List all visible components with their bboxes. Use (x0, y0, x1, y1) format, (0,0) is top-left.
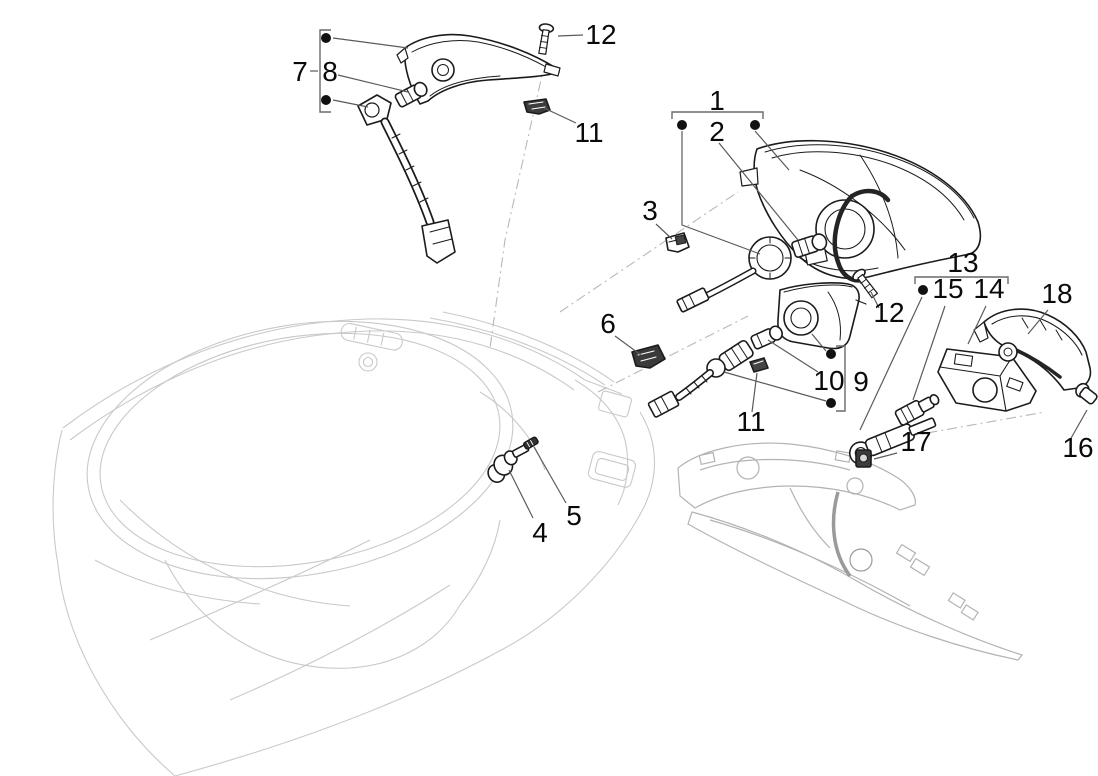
screw-12-top (538, 23, 555, 55)
screw-12-mid (852, 268, 878, 299)
callout-label-5: 5 (566, 500, 582, 531)
callout-label-8: 8 (322, 56, 338, 87)
clip-3 (665, 232, 690, 253)
front-indicator-bulb-holder (357, 94, 456, 264)
callout-label-11-mid: 11 (736, 406, 765, 437)
screw-16 (1075, 382, 1098, 405)
callout-label-12-top: 12 (585, 19, 616, 50)
screw-5 (523, 436, 539, 450)
callout-label-11-top: 11 (574, 117, 603, 148)
callout-label-16: 16 (1062, 432, 1093, 463)
callout-label-1: 1 (709, 85, 725, 116)
callout-label-18: 18 (1041, 278, 1072, 309)
clip-6 (631, 344, 666, 369)
callout-labels: 7 8 12 11 1 2 3 6 10 9 11 12 13 15 14 18… (292, 19, 1093, 548)
callout-label-2: 2 (709, 116, 725, 147)
callout-brackets (319, 29, 1009, 412)
clip-11-mid (749, 357, 769, 373)
tail-light-bulb-holder (676, 236, 792, 313)
callout-label-6: 6 (600, 308, 616, 339)
callout-label-13: 13 (947, 247, 978, 278)
rear-indicator-lens (777, 282, 867, 350)
body-vent-detail (340, 322, 403, 351)
rear-indicator-bulb-holder (647, 340, 754, 418)
callout-label-7: 7 (292, 56, 308, 87)
clip-11-top (523, 98, 551, 115)
callout-label-17: 17 (900, 426, 931, 457)
bracket-9 (836, 345, 846, 412)
parts (357, 23, 1098, 483)
callout-bullets (321, 33, 928, 408)
callout-label-15: 15 (932, 273, 963, 304)
plate-light-holder (937, 348, 1037, 412)
leader-lines (310, 34, 1088, 519)
front-indicator-bulb (394, 81, 428, 108)
plate-light-bulb (894, 394, 940, 426)
body-lock-recess (587, 390, 637, 488)
bracket-7 (319, 29, 331, 113)
scooter-body-wireframe (52, 311, 656, 776)
callout-label-3: 3 (642, 195, 658, 226)
plate-light-housing (973, 308, 1092, 391)
front-indicator-lens (396, 33, 561, 105)
bracket-1 (671, 111, 764, 119)
bracket-13 (914, 276, 1009, 284)
nut-17 (855, 449, 872, 468)
fastener-4 (487, 443, 530, 483)
tail-light-bulb (791, 233, 828, 258)
callout-label-14: 14 (973, 273, 1004, 304)
callout-label-9: 9 (853, 366, 869, 397)
callout-label-4: 4 (532, 517, 548, 548)
callout-label-12-mid: 12 (873, 297, 904, 328)
rear-indicator-bulb (750, 325, 783, 350)
callout-label-10: 10 (813, 365, 844, 396)
callout-graphics (310, 29, 1088, 519)
rear-fender-wireframe (677, 442, 1024, 661)
